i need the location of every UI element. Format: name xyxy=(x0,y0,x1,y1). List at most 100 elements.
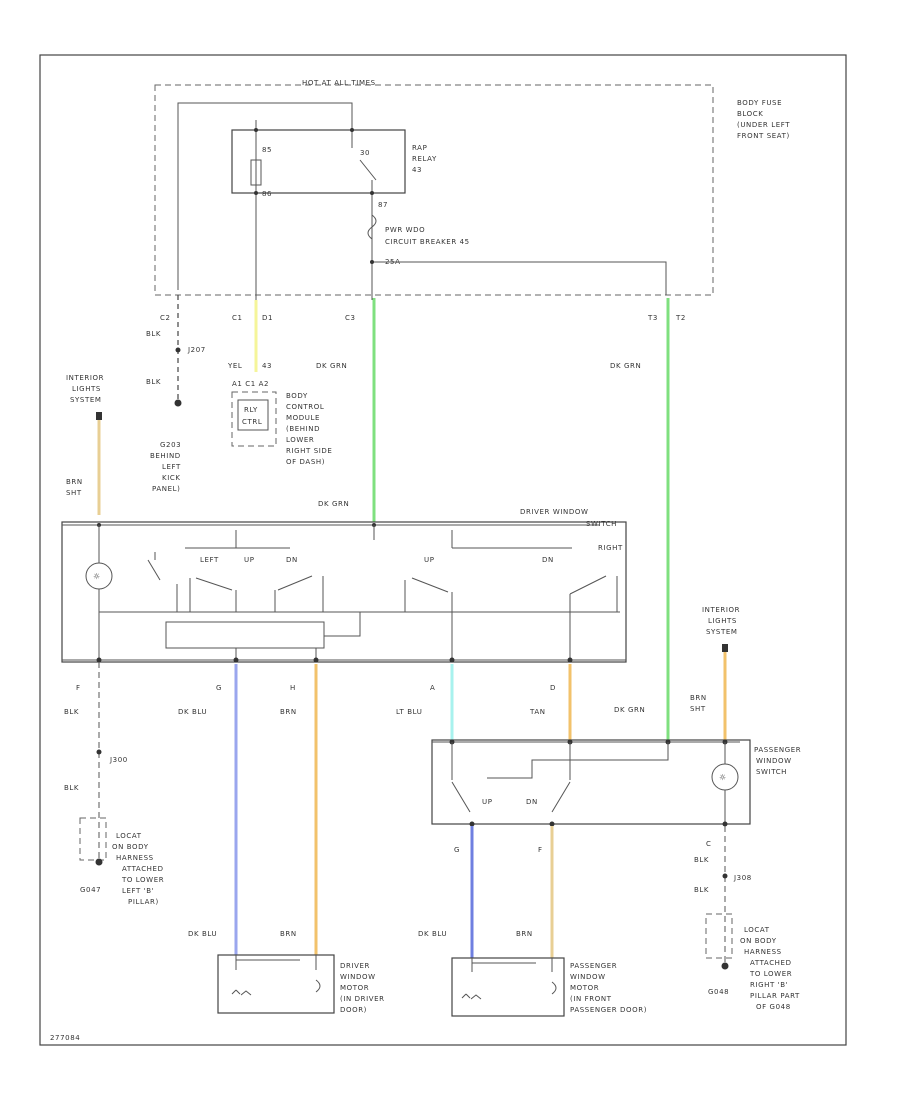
fuse-internal-feed xyxy=(177,102,353,290)
svg-text:FRONT SEAT): FRONT SEAT) xyxy=(737,132,790,140)
relay-pin-85: 85 xyxy=(262,146,272,154)
driver-motor-symbol-icon xyxy=(231,989,252,996)
driver-pin-a: A xyxy=(430,684,435,692)
svg-text:☼: ☼ xyxy=(719,773,727,782)
interior-lights-right-connector xyxy=(722,644,728,652)
fuse-block-boundary xyxy=(154,84,714,296)
dk-grn-label-4: DK GRN xyxy=(614,706,645,714)
passenger-dn-contact xyxy=(551,781,571,813)
g047-connector-box xyxy=(79,817,107,861)
svg-text:WINDOW: WINDOW xyxy=(340,973,376,981)
g048-connector-box xyxy=(705,913,733,959)
bcm-pin-43: 43 xyxy=(262,362,272,370)
driver-pin-g: G xyxy=(216,684,222,692)
driver-pin-h: H xyxy=(290,684,296,692)
interior-lights-right-label: INTERIOR LIGHTS SYSTEM xyxy=(702,606,740,636)
svg-text:RAP: RAP xyxy=(412,144,427,152)
g047-location-label: LOCAT ON BODY HARNESS ATTACHED TO LOWER … xyxy=(112,832,164,906)
driver-switch-up-left-label: UP xyxy=(244,556,255,564)
driver-left-up-contact xyxy=(195,577,233,591)
bcm-rly-label: RLY xyxy=(244,406,258,414)
g203-location-label: G203 BEHIND LEFT KICK PANEL) xyxy=(150,441,181,493)
circuit-breaker-label: PWR WDO CIRCUIT BREAKER 45 xyxy=(385,226,469,246)
g048-location-label: LOCAT ON BODY HARNESS ATTACHED TO LOWER … xyxy=(740,926,800,1011)
splice-j207 xyxy=(175,347,181,353)
passenger-motor-wire-a: DK BLU xyxy=(418,930,447,938)
svg-text:TO LOWER: TO LOWER xyxy=(121,876,164,884)
svg-text:BODY: BODY xyxy=(286,392,308,400)
passenger-blk-label-1: BLK xyxy=(694,856,709,864)
brn-left-label: BRN xyxy=(66,478,83,486)
svg-text:BLOCK: BLOCK xyxy=(737,110,763,118)
pin-c2: C2 xyxy=(160,314,171,322)
relay-pin-30: 30 xyxy=(360,149,370,157)
svg-text:LOWER: LOWER xyxy=(286,436,314,444)
dk-grn-label-2: DK GRN xyxy=(610,362,641,370)
driver-switch-right-label: RIGHT xyxy=(598,544,623,552)
svg-text:HARNESS: HARNESS xyxy=(744,948,782,956)
pin-d1: D1 xyxy=(262,314,273,322)
svg-text:LIGHTS: LIGHTS xyxy=(708,617,737,625)
bcm-connector-pins: A1 C1 A2 xyxy=(232,380,269,388)
splice-j300 xyxy=(96,749,102,755)
passenger-pin-c: C xyxy=(706,840,712,848)
svg-text:RELAY: RELAY xyxy=(412,155,437,163)
bcm-location-label: BODY CONTROL MODULE (BEHIND LOWER RIGHT … xyxy=(286,392,332,466)
svg-text:OF G048: OF G048 xyxy=(756,1003,791,1011)
svg-text:(UNDER LEFT: (UNDER LEFT xyxy=(737,121,790,129)
tan-label: TAN xyxy=(529,708,546,716)
svg-text:ON BODY: ON BODY xyxy=(740,937,777,945)
diagram-frame xyxy=(39,54,847,1046)
svg-text:PANEL): PANEL) xyxy=(152,485,180,493)
yel-wire-label: YEL xyxy=(227,362,242,370)
interior-lights-left-label: INTERIOR LIGHTS SYSTEM xyxy=(66,374,104,404)
svg-text:G203: G203 xyxy=(160,441,181,449)
splice-j308-label: J308 xyxy=(733,874,752,882)
interior-lights-left-connector xyxy=(96,412,102,420)
pin-t3: T3 xyxy=(647,314,658,322)
svg-text:RIGHT 'B': RIGHT 'B' xyxy=(750,981,788,989)
svg-text:PASSENGER: PASSENGER xyxy=(570,962,617,970)
relay-pin-86: 86 xyxy=(262,190,272,198)
svg-text:LOCAT: LOCAT xyxy=(116,832,142,840)
svg-text:TO LOWER: TO LOWER xyxy=(749,970,792,978)
svg-text:HARNESS: HARNESS xyxy=(116,854,154,862)
svg-text:INTERIOR: INTERIOR xyxy=(66,374,104,382)
driver-switch-left-label: LEFT xyxy=(200,556,219,564)
bcm-ctrl-label: CTRL xyxy=(242,418,262,426)
svg-text:DRIVER: DRIVER xyxy=(340,962,370,970)
svg-text:LIGHTS: LIGHTS xyxy=(72,385,101,393)
passenger-window-switch xyxy=(431,739,751,825)
svg-text:PILLAR PART: PILLAR PART xyxy=(750,992,800,1000)
driver-switch-title: DRIVER WINDOW SWITCH xyxy=(520,508,616,528)
g203-ground-icon xyxy=(174,399,182,407)
relay-pin-87: 87 xyxy=(378,201,388,209)
passenger-motor-label: PASSENGER WINDOW MOTOR (IN FRONT PASSENG… xyxy=(570,962,646,1014)
svg-text:OF DASH): OF DASH) xyxy=(286,458,325,466)
sht-left-label: SHT xyxy=(66,489,82,497)
driver-window-switch xyxy=(61,521,627,663)
driver-switch-up-right-label: UP xyxy=(424,556,435,564)
svg-text:MODULE: MODULE xyxy=(286,414,320,422)
driver-window-motor xyxy=(217,954,335,1014)
passenger-blk-label-2: BLK xyxy=(694,886,709,894)
svg-text:LEFT: LEFT xyxy=(162,463,181,471)
svg-text:43: 43 xyxy=(412,166,422,174)
driver-blk-label-1: BLK xyxy=(64,708,79,716)
driver-blk-label-2: BLK xyxy=(64,784,79,792)
svg-text:WINDOW: WINDOW xyxy=(756,757,792,765)
driver-switch-dn-left-label: DN xyxy=(286,556,298,564)
dk-grn-label-3: DK GRN xyxy=(318,500,349,508)
g203-wire-color-2: BLK xyxy=(146,378,161,386)
hot-at-all-times-label: HOT AT ALL TIMES xyxy=(302,79,376,87)
svg-text:(BEHIND: (BEHIND xyxy=(286,425,320,433)
lt-blu-label: LT BLU xyxy=(396,708,423,716)
passenger-pin-f: F xyxy=(538,846,543,854)
passenger-dn-label: DN xyxy=(526,798,538,806)
dk-blu-label: DK BLU xyxy=(178,708,207,716)
passenger-pin-g: G xyxy=(454,846,460,854)
g047-id: G047 xyxy=(80,886,101,894)
svg-text:PWR WDO: PWR WDO xyxy=(385,226,425,234)
svg-text:KICK: KICK xyxy=(162,474,181,482)
passenger-switch-title: PASSENGER WINDOW SWITCH xyxy=(754,746,801,776)
